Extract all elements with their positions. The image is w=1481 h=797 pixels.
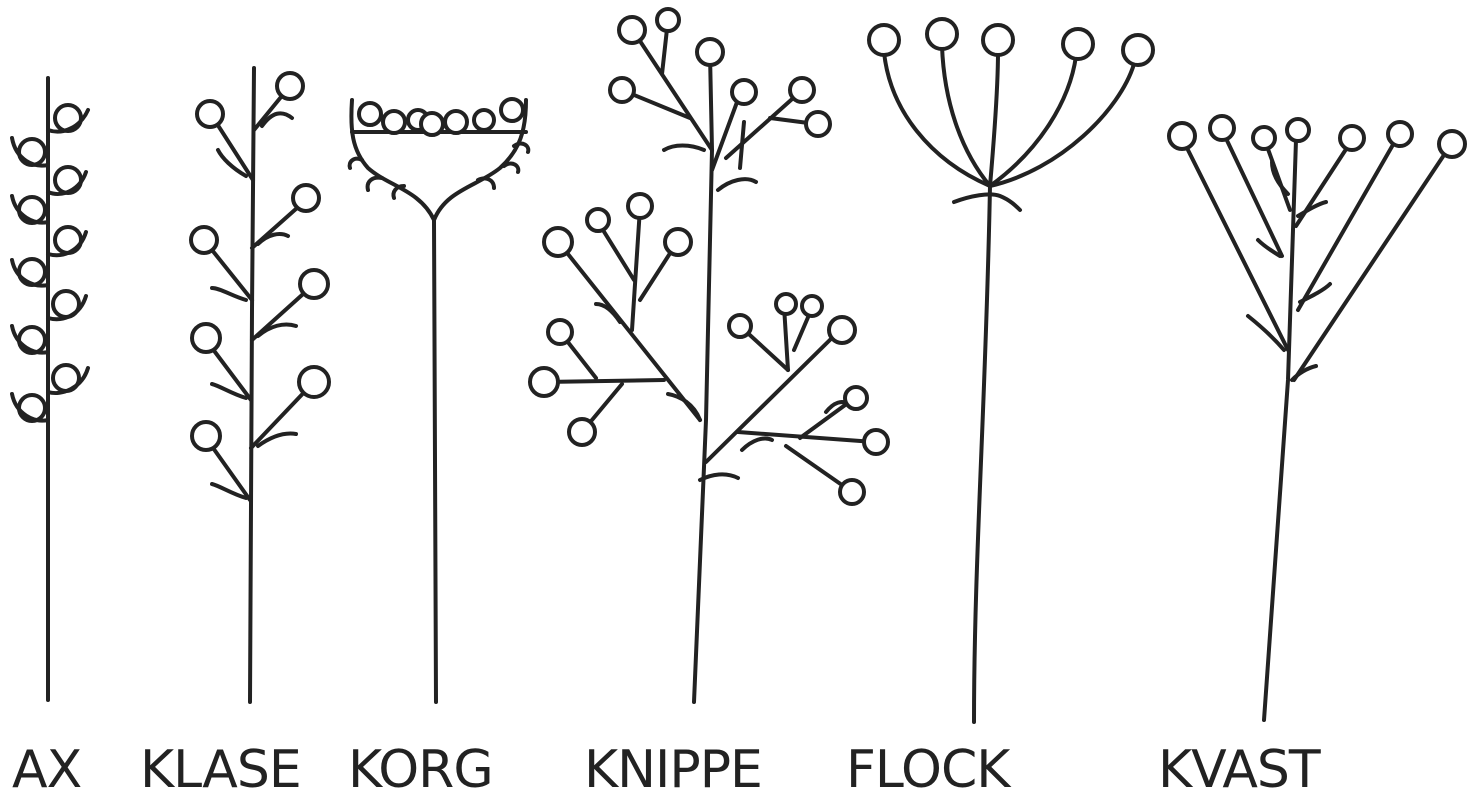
kvast-flower — [1388, 122, 1412, 146]
knippe-flower — [587, 209, 609, 231]
kvast-flower — [1287, 119, 1309, 141]
knippe-flower — [569, 419, 595, 445]
label-ax: AX — [12, 740, 81, 797]
knippe-flower — [802, 296, 822, 316]
knippe-flower — [845, 387, 867, 409]
label-klase: KLASE — [140, 740, 301, 797]
kvast-flower — [1439, 131, 1465, 157]
kvast-flower — [1210, 116, 1234, 140]
korg-floret — [421, 113, 443, 135]
label-flock: FLOCK — [846, 740, 1012, 797]
klase-stem — [250, 68, 254, 702]
knippe-flower — [697, 39, 723, 65]
klase-flower — [300, 270, 328, 298]
knippe-stem — [694, 150, 712, 702]
klase-flower — [192, 324, 220, 352]
knippe-flower — [864, 430, 888, 454]
korg-floret — [501, 99, 523, 121]
klase-flower — [191, 227, 217, 253]
korg-stem — [434, 220, 436, 702]
knippe-flower — [829, 317, 855, 343]
kvast-flowers — [1169, 116, 1465, 157]
klase-flower — [293, 185, 319, 211]
flock-flower — [983, 25, 1013, 55]
kvast-flower — [1169, 123, 1195, 149]
label-korg: KORG — [348, 740, 493, 797]
korg-drawing — [350, 99, 529, 702]
klase-flowers — [191, 73, 329, 450]
knippe-flower — [840, 480, 864, 504]
label-kvast: KVAST — [1158, 740, 1321, 797]
knippe-flower — [548, 320, 572, 344]
klase-flower — [197, 101, 223, 127]
klase-drawing — [191, 68, 329, 702]
flock-drawing — [869, 19, 1153, 722]
knippe-flower — [790, 78, 814, 102]
knippe-flower — [544, 228, 572, 256]
label-knippe: KNIPPE — [584, 740, 762, 797]
flock-involucre — [954, 194, 1020, 210]
korg-floret — [383, 111, 405, 133]
klase-flower — [192, 422, 220, 450]
korg-floret — [474, 110, 494, 130]
korg-floret — [445, 111, 467, 133]
ax-floret — [19, 139, 45, 165]
flock-flowers — [869, 19, 1153, 65]
ax-drawing — [12, 78, 88, 700]
knippe-flower — [729, 315, 751, 337]
flock-flower — [1123, 35, 1153, 65]
knippe-flower — [732, 80, 756, 104]
knippe-flower — [610, 78, 634, 102]
kvast-drawing — [1169, 116, 1465, 720]
korg-floret — [359, 103, 381, 125]
ax-floret — [55, 167, 81, 193]
flock-rays — [884, 46, 1134, 186]
knippe-flower — [776, 294, 796, 314]
knippe-flower — [806, 112, 830, 136]
flock-flower — [1063, 29, 1093, 59]
korg-involucral-bracts — [350, 144, 529, 198]
knippe-flower — [530, 368, 558, 396]
flock-flower — [927, 19, 957, 49]
klase-flower — [299, 367, 329, 397]
korg-florets — [359, 99, 523, 135]
klase-flower — [277, 73, 303, 99]
knippe-flower — [619, 17, 645, 43]
kvast-pedicels — [1182, 130, 1450, 380]
labels: AX KLASE KORG KNIPPE FLOCK KVAST — [12, 740, 1321, 797]
ax-floret — [55, 105, 81, 131]
knippe-flower — [628, 194, 652, 218]
kvast-flower — [1340, 126, 1364, 150]
knippe-flower — [665, 229, 691, 255]
knippe-drawing — [530, 9, 888, 702]
kvast-flower — [1253, 127, 1275, 149]
flock-flower — [869, 25, 899, 55]
knippe-flower — [657, 9, 679, 31]
flock-stem — [974, 186, 990, 722]
